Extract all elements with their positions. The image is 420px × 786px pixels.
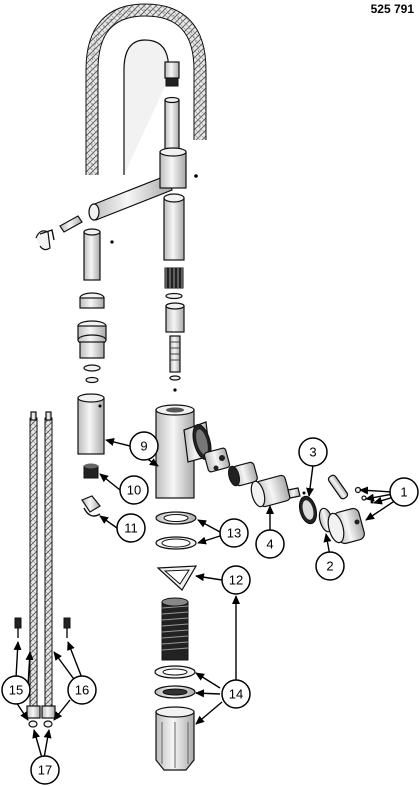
callout-3: 3 [298,437,328,467]
callout-1: 1 [389,477,419,507]
threaded-shank-and-nuts [154,597,196,771]
callout-13: 13 [219,518,249,548]
small-parts-left [81,463,101,517]
callout-12: 12 [221,565,251,595]
mounting-bracket [156,565,198,591]
callout-17: 17 [30,755,60,785]
mounting-washers [155,511,197,550]
svg-text:11: 11 [124,521,138,536]
svg-text:10: 10 [127,483,141,498]
svg-text:3: 3 [309,445,316,460]
callout-10: 10 [119,475,149,505]
svg-text:9: 9 [140,439,147,454]
spout-inner-tube [123,39,180,175]
callout-15: 15 [1,675,31,705]
svg-text:15: 15 [9,683,23,698]
spout-arm [88,147,198,221]
svg-text:12: 12 [229,573,243,588]
center-column [163,193,185,392]
svg-text:4: 4 [266,537,273,552]
callout-4: 4 [255,529,285,559]
callout-11: 11 [116,513,146,543]
callout-14: 14 [221,679,251,709]
callout-9: 9 [129,431,159,461]
svg-text:2: 2 [326,559,333,574]
callout-2: 2 [315,551,345,581]
hose-clip [35,215,114,251]
valve-pins [14,617,71,638]
leader-lines [13,438,397,759]
svg-text:1: 1 [400,485,407,500]
left-tube-assembly [77,228,107,455]
faucet-body [155,404,212,499]
svg-text:17: 17 [38,763,52,778]
callout-16: 16 [67,675,97,705]
svg-text:14: 14 [229,687,243,702]
cartridge-assembly [203,447,306,508]
document-part-number: 525 791 [370,2,414,16]
supply-hoses [26,411,56,728]
handle-assembly [298,474,374,545]
svg-text:16: 16 [75,683,89,698]
braided-hose [85,3,207,175]
svg-text:13: 13 [227,526,241,541]
